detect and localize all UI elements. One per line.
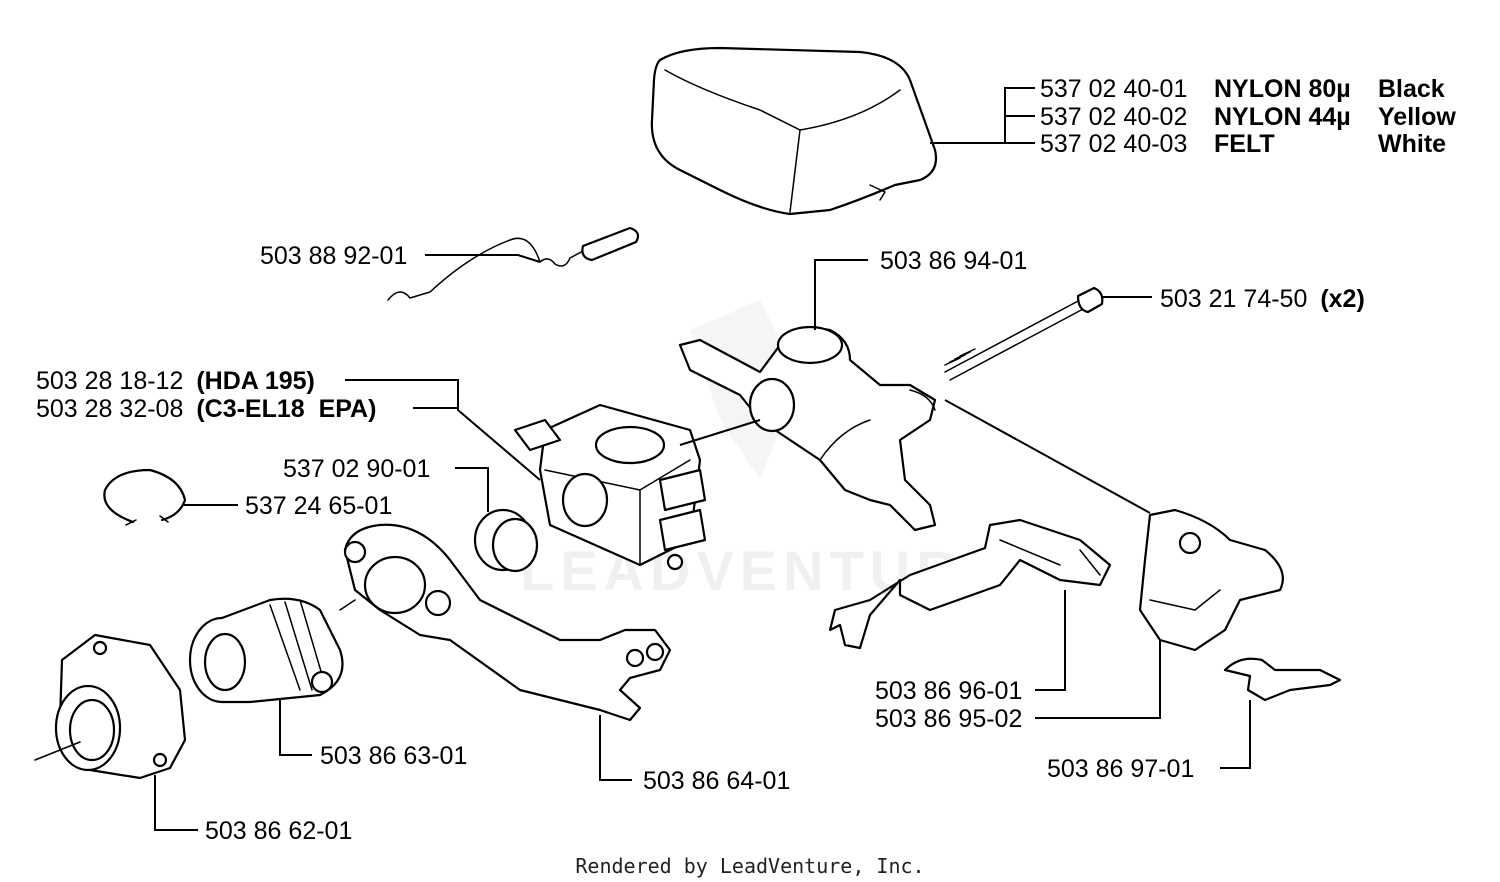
material: NYLON 80µ [1214,75,1351,103]
callout-carb-hda: 503 28 18-12 (HDA 195) [36,367,315,395]
color: White [1378,130,1446,158]
part-number: 537 02 40-01 [1040,75,1187,103]
callout-lever-a: 503 86 96-01 [875,677,1022,705]
quantity: (x2) [1320,285,1364,313]
circlip-part [103,468,187,526]
material: NYLON 44µ [1214,103,1351,131]
part-number: 537 02 40-02 [1040,103,1187,131]
model: (HDA 195) [196,367,315,395]
callout-carb-c3: 503 28 32-08 (C3-EL18 EPA) [36,395,376,423]
callout-circlip: 537 24 65-01 [245,492,392,520]
part-number: 503 28 18-12 [36,367,183,395]
screw-part [944,286,1104,381]
sleeve-part [473,508,539,573]
callout-air-filter-3: 537 02 40-03 FELT White [1040,130,1446,158]
choke-rod-part [387,226,640,301]
spring-part [1223,657,1342,702]
footer-credit: Rendered by LeadVenture, Inc. [575,854,924,878]
carburetor-part [513,403,707,571]
part-number: 537 02 40-03 [1040,130,1187,158]
throttle-cover-part [1138,508,1284,652]
impulse-plate-part [343,523,672,722]
callout-carb-bracket: 503 86 94-01 [880,247,1027,275]
part-number: 503 21 74-50 [1160,285,1307,313]
color: Black [1378,75,1445,103]
callout-choke-rod: 503 88 92-01 [260,242,407,270]
callout-air-filter-2: 537 02 40-02 NYLON 44µ Yellow [1040,103,1456,131]
intake-flange-part [34,633,187,780]
callout-intake-flange: 503 86 62-01 [205,817,352,845]
model: (C3-EL18 EPA) [196,395,376,423]
color: Yellow [1378,103,1456,131]
part-number: 503 28 32-08 [36,395,183,423]
air-filter-part [650,46,938,216]
leader-lines [154,87,1251,831]
callout-intake-manifold: 503 86 63-01 [320,742,467,770]
callout-spring: 503 86 97-01 [1047,755,1194,783]
callout-sleeve: 537 02 90-01 [283,455,430,483]
callout-impulse-plate: 503 86 64-01 [643,767,790,795]
callout-air-filter-1: 537 02 40-01 NYLON 80µ Black [1040,75,1445,103]
callout-screw: 503 21 74-50 (x2) [1160,285,1365,313]
carburetor-bracket-part [678,325,937,532]
lever-part [828,518,1112,650]
intake-manifold-part [188,597,356,704]
material: FELT [1214,130,1275,158]
callout-lever-b: 503 86 95-02 [875,705,1022,733]
